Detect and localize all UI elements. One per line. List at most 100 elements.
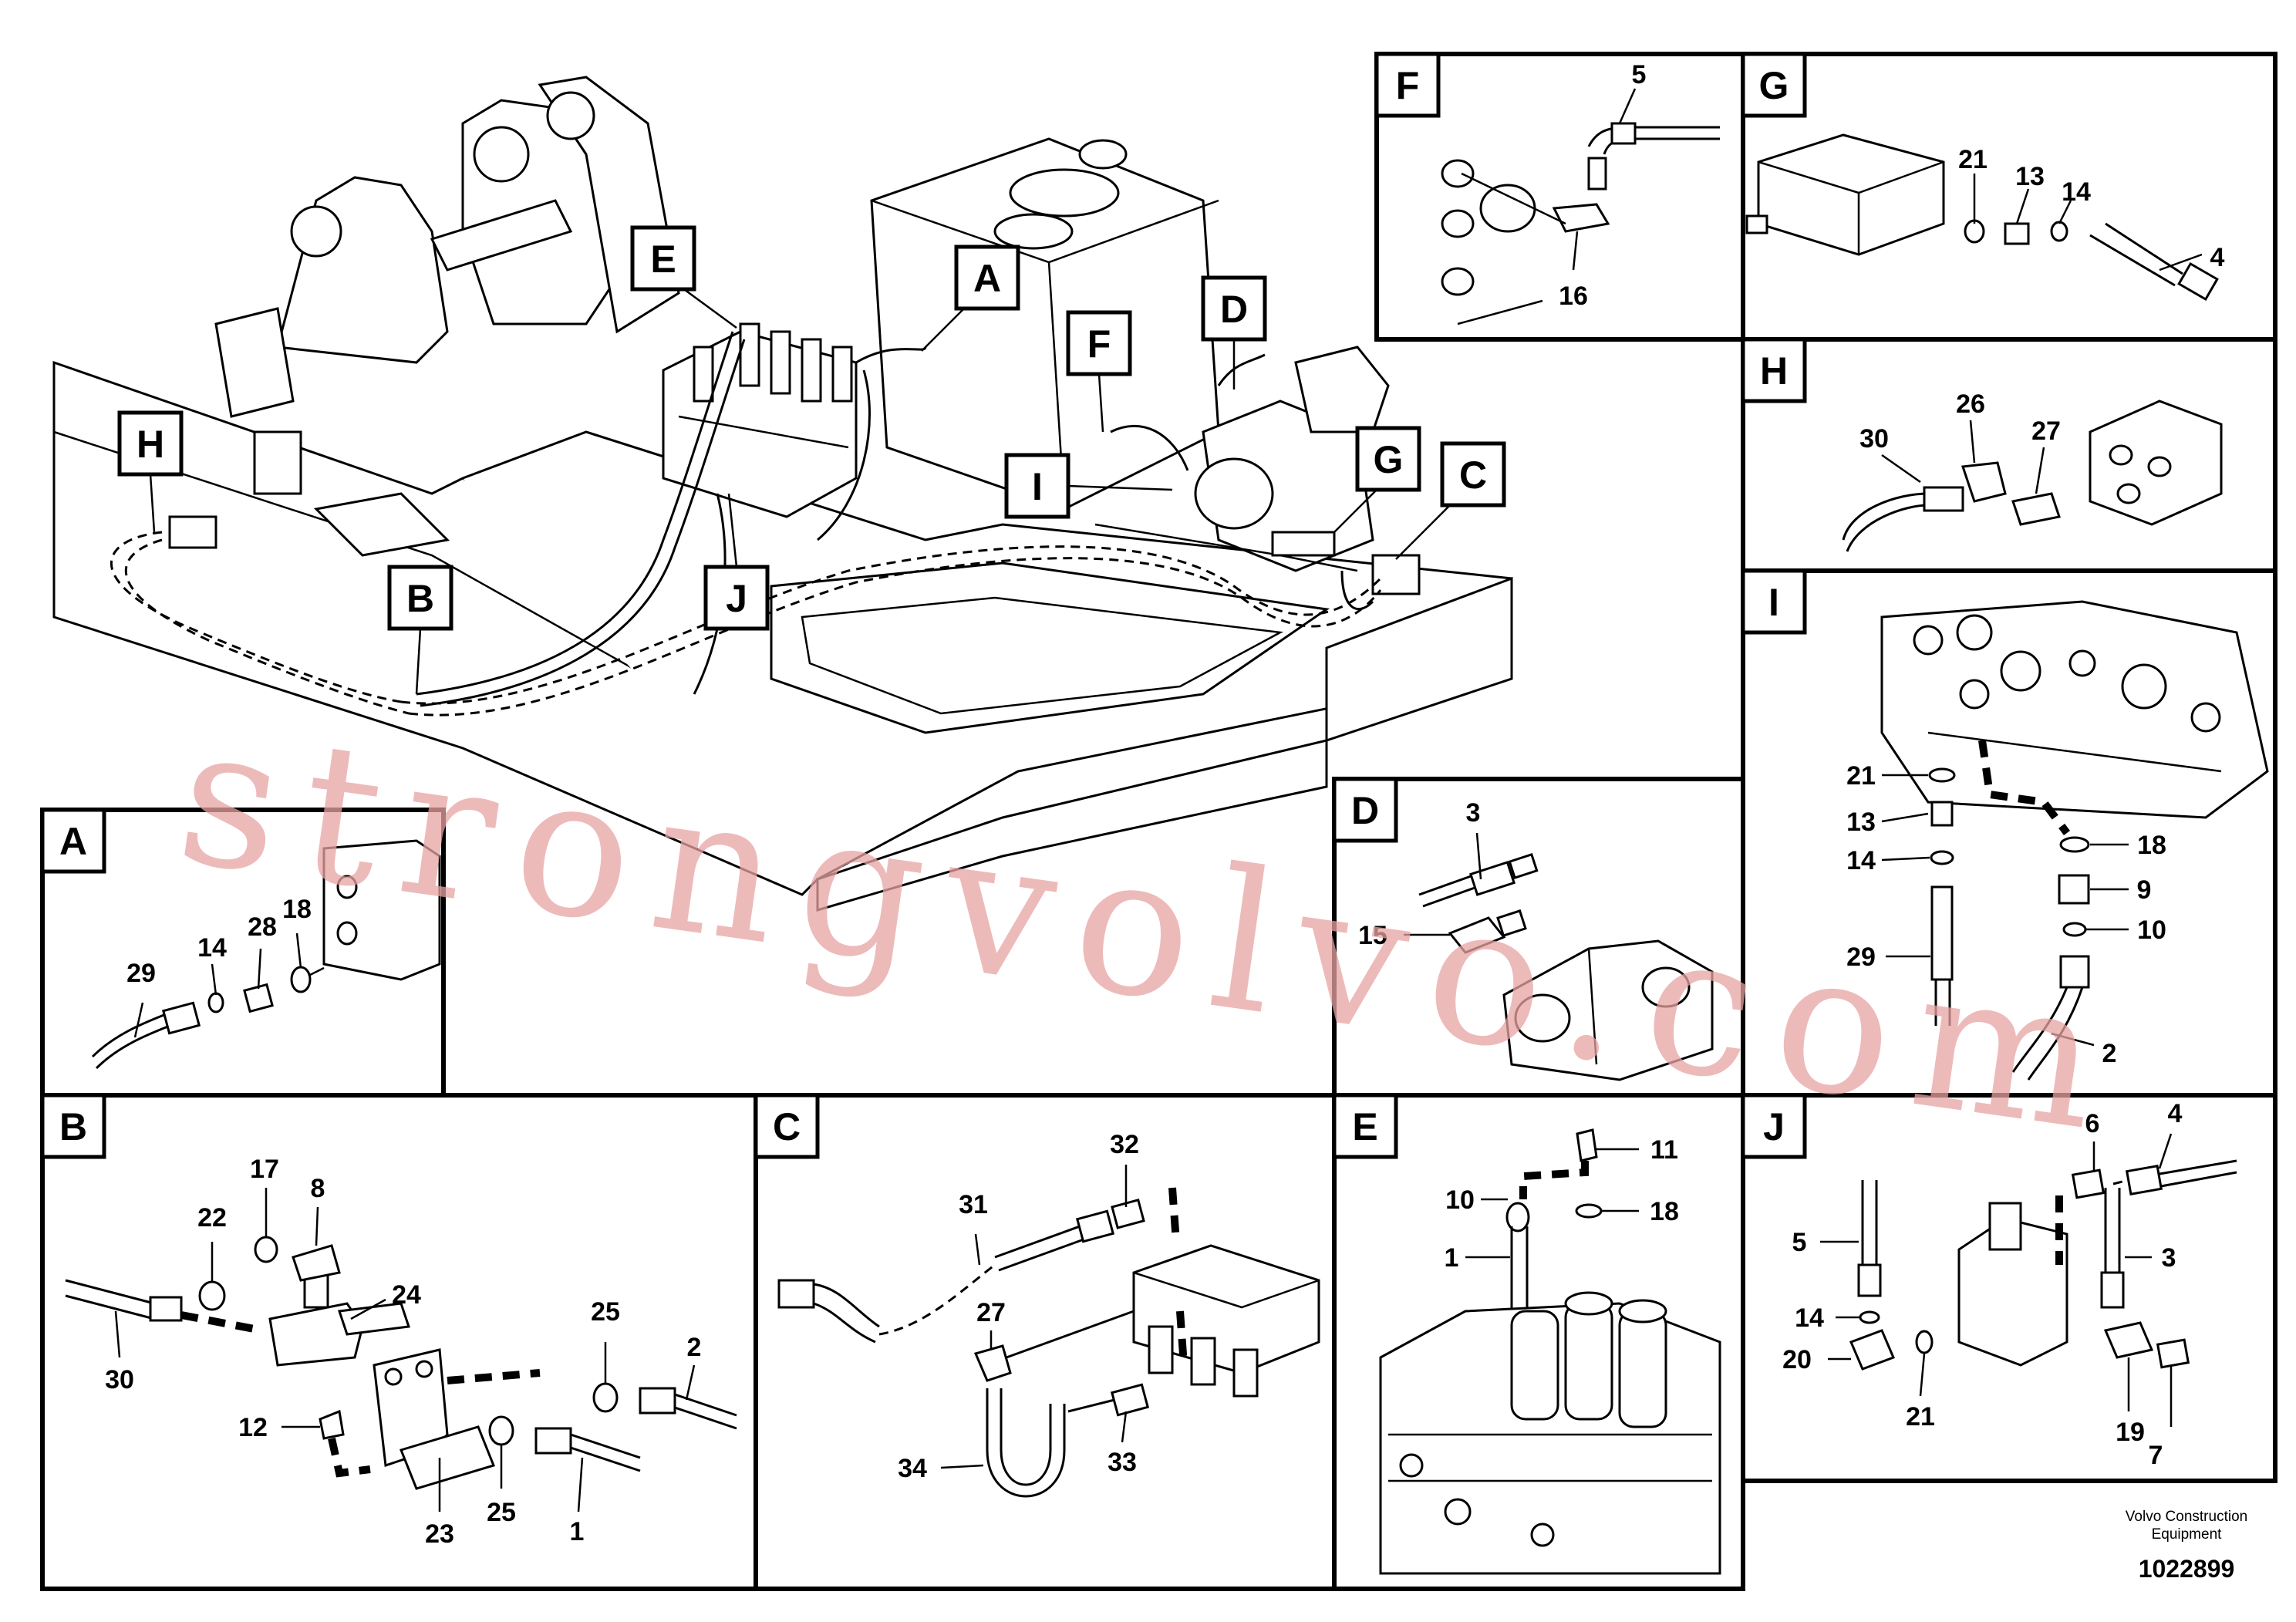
company-name-line2: Equipment xyxy=(2152,1526,2223,1543)
callout-I[interactable]: J xyxy=(703,493,770,631)
detail-J-title: J xyxy=(1763,1105,1785,1148)
detail-view-C: C 32 31 27 34 33 xyxy=(754,1093,1337,1591)
part-label-B-23: 23 xyxy=(425,1519,454,1549)
detail-I-title: I xyxy=(1768,581,1779,624)
part-label-I-21: 21 xyxy=(1846,761,1876,791)
detail-view-G: G 21 13 14 4 xyxy=(1741,52,2277,342)
callout-J-label: I xyxy=(1032,465,1043,508)
part-label-B-22: 22 xyxy=(197,1203,227,1233)
part-label-I-18: 18 xyxy=(2137,831,2166,860)
part-label-J-6: 6 xyxy=(2085,1109,2100,1138)
part-label-A-28: 28 xyxy=(248,912,277,942)
part-label-J-14: 14 xyxy=(1795,1303,1824,1333)
callout-H-label: H xyxy=(137,423,164,466)
part-label-A-18: 18 xyxy=(282,895,312,924)
hydraulic-tank xyxy=(870,137,1220,511)
callout-C[interactable]: C xyxy=(1395,441,1506,560)
detail-view-D: D 3 15 xyxy=(1332,777,1745,1098)
drawing-number: 1022899 xyxy=(2139,1555,2235,1583)
callout-J[interactable]: I xyxy=(1004,453,1173,519)
part-label-E-11: 11 xyxy=(1650,1135,1678,1165)
part-label-D-15: 15 xyxy=(1358,921,1387,950)
part-label-B-25a: 25 xyxy=(591,1297,620,1327)
detail-A-title: A xyxy=(59,820,87,863)
part-label-J-19: 19 xyxy=(2116,1418,2145,1447)
callout-I-label: J xyxy=(726,577,747,620)
part-label-E-1: 1 xyxy=(1445,1243,1459,1273)
part-label-I-13: 13 xyxy=(1846,808,1876,837)
detail-C-title: C xyxy=(773,1105,801,1148)
part-label-D-3: 3 xyxy=(1466,798,1481,828)
part-label-G-13: 13 xyxy=(2015,162,2045,191)
detail-view-B: B 17 8 22 24 30 25 xyxy=(40,1093,758,1591)
part-label-I-9: 9 xyxy=(2137,875,2152,905)
part-label-J-20: 20 xyxy=(1782,1345,1812,1374)
part-label-H-30: 30 xyxy=(1859,424,1889,454)
part-label-B-2: 2 xyxy=(687,1333,702,1362)
callout-D[interactable]: D xyxy=(1201,275,1267,389)
detail-E-title: E xyxy=(1352,1105,1377,1148)
company-name-line1: Volvo Construction xyxy=(2126,1509,2247,1525)
detail-H-title: H xyxy=(1760,349,1788,393)
part-label-G-4: 4 xyxy=(2210,243,2225,272)
detail-view-A: A 29 14 28 18 xyxy=(40,808,446,1098)
part-label-E-18: 18 xyxy=(1650,1197,1679,1226)
callout-B[interactable]: B xyxy=(387,565,453,695)
part-label-G-21: 21 xyxy=(1958,145,1988,174)
detail-view-I: I 21 13 14 29 18 9 10 xyxy=(1741,568,2277,1098)
callout-A-label: A xyxy=(973,257,1001,300)
part-label-I-10: 10 xyxy=(2137,916,2166,945)
detail-view-J: J 6 4 5 3 14 20 21 19 7 xyxy=(1741,1093,2277,1483)
part-label-F-5: 5 xyxy=(1632,60,1647,89)
main-assembly-view: E A F D I G C xyxy=(52,76,1513,912)
detail-D-title: D xyxy=(1351,789,1379,832)
part-label-G-14: 14 xyxy=(2062,177,2091,207)
control-valve xyxy=(662,322,858,518)
part-label-J-7: 7 xyxy=(2149,1441,2163,1470)
hydraulic-pump xyxy=(1094,346,1390,572)
callout-E-label: E xyxy=(650,238,676,281)
part-label-I-29: 29 xyxy=(1846,943,1876,972)
callout-B-label: B xyxy=(406,577,434,620)
part-label-C-34: 34 xyxy=(898,1454,927,1483)
callout-G-label: G xyxy=(1374,438,1404,481)
part-label-J-5: 5 xyxy=(1792,1228,1807,1257)
part-label-B-12: 12 xyxy=(238,1413,268,1442)
part-label-J-3: 3 xyxy=(2162,1243,2176,1273)
title-block: Volvo Construction Equipment 1022899 xyxy=(2126,1509,2247,1583)
part-label-B-24: 24 xyxy=(392,1280,421,1310)
part-label-H-27: 27 xyxy=(2031,416,2061,446)
callout-G[interactable]: G xyxy=(1333,426,1421,533)
boom-mount xyxy=(214,76,680,418)
callout-F[interactable]: F xyxy=(1066,310,1132,433)
part-label-J-4: 4 xyxy=(2168,1099,2183,1128)
block-g xyxy=(1271,531,1336,557)
part-label-C-32: 32 xyxy=(1110,1130,1139,1159)
part-label-H-26: 26 xyxy=(1956,389,1985,419)
part-label-I-14: 14 xyxy=(1846,846,1876,875)
part-label-C-27: 27 xyxy=(976,1298,1006,1327)
hose-routing xyxy=(110,331,1382,717)
callout-A[interactable]: A xyxy=(921,244,1020,352)
part-label-B-1: 1 xyxy=(570,1517,585,1546)
part-label-B-17: 17 xyxy=(250,1155,279,1184)
part-label-A-29: 29 xyxy=(126,959,156,988)
detail-view-E: E 11 10 18 1 xyxy=(1332,1093,1745,1591)
detail-view-H: H 30 26 27 xyxy=(1741,337,2277,573)
part-label-C-31: 31 xyxy=(959,1190,988,1219)
block-c xyxy=(1371,554,1421,595)
detail-G-title: G xyxy=(1759,64,1789,107)
part-label-J-21: 21 xyxy=(1906,1402,1935,1431)
callout-C-label: C xyxy=(1459,454,1487,497)
part-label-A-14: 14 xyxy=(197,933,227,963)
callout-F-label: F xyxy=(1087,322,1111,366)
callout-H[interactable]: H xyxy=(117,410,184,533)
part-label-B-25b: 25 xyxy=(487,1498,516,1527)
part-label-E-10: 10 xyxy=(1445,1185,1475,1215)
part-label-B-8: 8 xyxy=(311,1174,325,1203)
callout-E[interactable]: E xyxy=(630,225,737,329)
detail-B-title: B xyxy=(59,1105,87,1148)
detail-view-F: F 5 16 xyxy=(1374,52,1745,342)
part-label-I-2: 2 xyxy=(2102,1039,2117,1068)
